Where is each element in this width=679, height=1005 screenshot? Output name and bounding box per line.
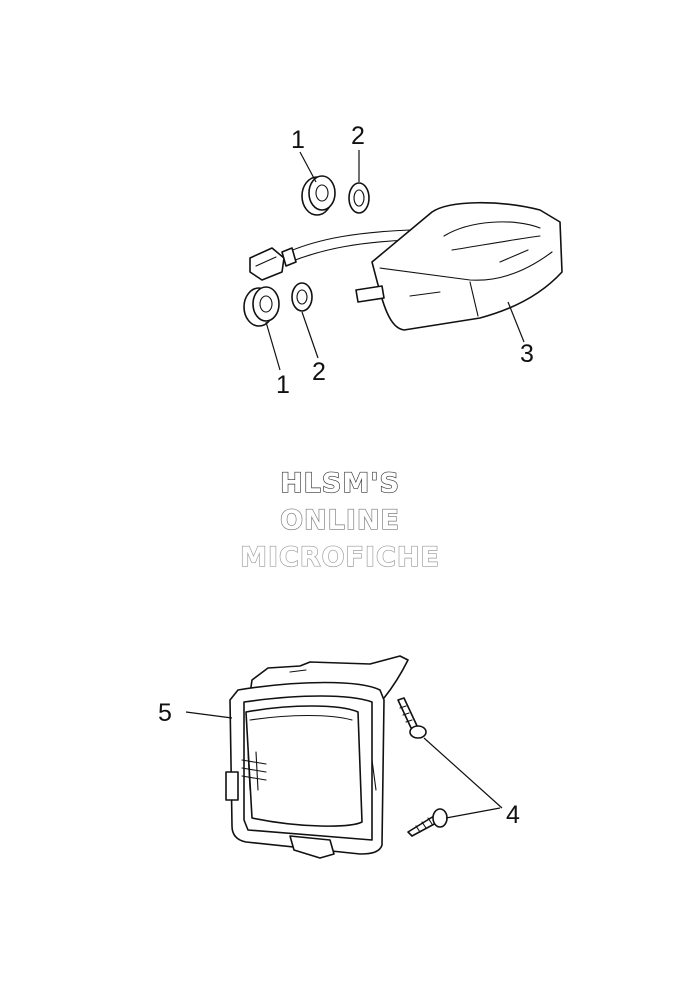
screw-lower [407, 808, 448, 837]
grommet-bottom [243, 286, 280, 327]
callout-1-bottom: 1 [276, 371, 290, 399]
callout-2-bottom: 2 [312, 358, 326, 386]
wire-connector [249, 247, 297, 281]
grommet-top [301, 175, 336, 216]
watermark-line-3: MICROFICHE [240, 542, 440, 573]
tail-light-assembly [243, 150, 563, 371]
watermark: HLSM'S ONLINE MICROFICHE [239, 467, 440, 573]
callout-5: 5 [158, 699, 172, 727]
callout-2-top: 2 [351, 122, 365, 150]
callout-3: 3 [520, 340, 534, 368]
headlight-assembly [225, 655, 409, 859]
washer-top [348, 182, 370, 214]
washer-bottom [291, 282, 313, 312]
screw-upper [397, 697, 427, 739]
watermark-line-1: HLSM'S [280, 468, 400, 499]
callout-4: 4 [506, 801, 520, 829]
tail-light-housing [355, 201, 563, 331]
watermark-line-2: ONLINE [280, 505, 400, 536]
callout-1-top: 1 [291, 126, 305, 154]
